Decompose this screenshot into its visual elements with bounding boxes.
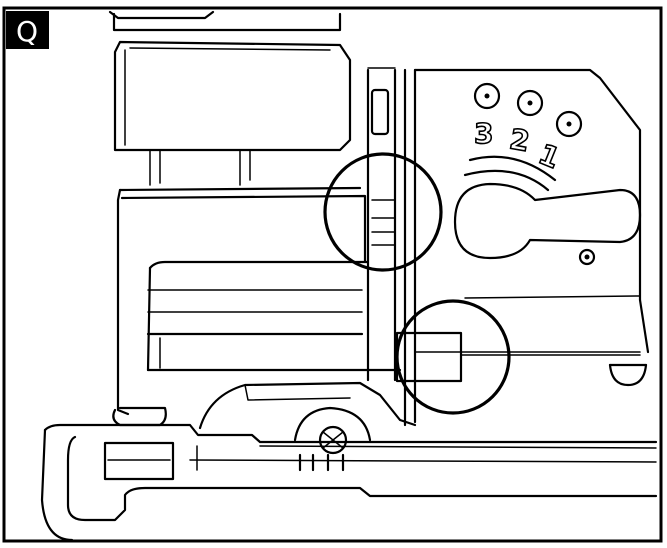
- upper-callout-circle: [323, 152, 443, 272]
- figure-border: [2, 6, 663, 543]
- position-dot-1: [555, 110, 583, 138]
- position-dot-2: [516, 89, 544, 117]
- position-number-3: 3: [474, 117, 493, 150]
- motor-housing: [108, 10, 362, 192]
- position-number-2: 2: [507, 122, 532, 158]
- selector-lever: [453, 155, 642, 266]
- shoe-slot: [103, 441, 175, 481]
- panel-label-badge: [6, 11, 49, 49]
- side-panel: [413, 68, 650, 387]
- position-dot-3: [473, 82, 501, 110]
- lock-screw: [318, 425, 348, 455]
- panel-label: Q: [16, 15, 38, 48]
- blade-block: [395, 331, 463, 383]
- adjustment-knob: [370, 88, 390, 136]
- lower-mechanism: [198, 381, 417, 472]
- lower-callout-circle: [395, 299, 511, 415]
- lever-pivot: [578, 248, 596, 266]
- blade-guide-plate: [366, 67, 417, 427]
- orbital-settings: 3 2 1: [473, 82, 583, 176]
- saw-body: [116, 188, 402, 416]
- base-shoe: [40, 406, 658, 542]
